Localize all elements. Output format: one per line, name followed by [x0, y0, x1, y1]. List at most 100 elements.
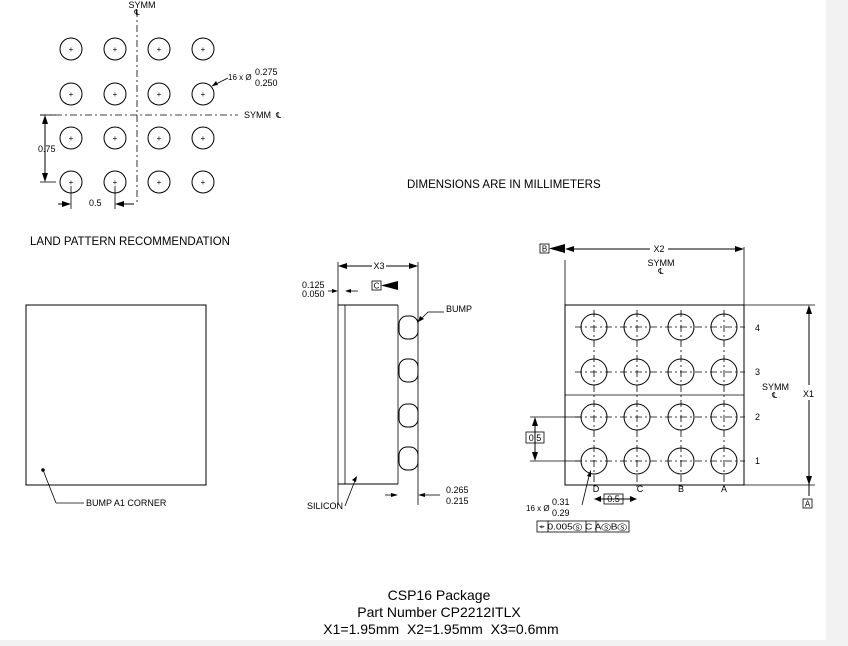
cl-symbol: ℄	[275, 111, 282, 120]
solder-ball	[623, 313, 651, 341]
solder-ball	[667, 313, 695, 341]
cl-symbol: ℄	[133, 8, 140, 17]
tolerance-frame-text: ⌖ 0.005Ⓢ C AⓈBⓈ	[539, 523, 628, 532]
svg-text:+: +	[201, 178, 206, 187]
svg-text:+: +	[69, 178, 74, 187]
cl-symbol: ℄	[657, 267, 664, 276]
svg-text:+: +	[69, 45, 74, 54]
land-pad: +	[147, 82, 171, 106]
silicon-label: SILICON	[307, 501, 343, 511]
pitch-vertical-box	[525, 431, 545, 444]
col-label: C	[637, 484, 644, 494]
svg-text:+: +	[113, 90, 118, 99]
bump	[398, 446, 419, 471]
land-pad: +	[191, 126, 215, 150]
pitch-horizontal-label: 0.5	[607, 494, 620, 504]
land-pad: +	[59, 82, 83, 106]
land-pad: +	[147, 37, 171, 61]
solder-ball	[623, 447, 651, 475]
row-label: 2	[755, 412, 760, 422]
solder-ball	[710, 358, 738, 386]
ball-callout-prefix: 16 x Ø	[526, 504, 550, 513]
pitch-vertical-label: 0.75	[38, 144, 56, 154]
land-pattern-view: SYMM ℄ SYMM ℄ + + + + + + + + + + + + + …	[30, 0, 282, 248]
pitch-vertical-dimension: 0.75	[38, 114, 56, 183]
bump	[398, 403, 419, 428]
pitch-vertical-label: 0.5	[529, 433, 542, 443]
side-view: X3 0.125 0.050 C BUMP SILICON 0.265 0.21…	[302, 261, 472, 511]
pad-dia-max: 0.275	[255, 67, 278, 77]
land-pad: +	[147, 170, 171, 194]
solder-ball	[580, 358, 608, 386]
solder-ball	[667, 447, 695, 475]
svg-text:+: +	[157, 45, 162, 54]
pad-dia-min: 0.250	[255, 78, 278, 88]
col-label: B	[678, 484, 684, 494]
row-label: 4	[755, 323, 760, 333]
ball-dia-min: 0.29	[552, 508, 570, 518]
land-pad: +	[191, 82, 215, 106]
dim-bottom-min: 0.215	[446, 496, 469, 506]
land-pattern-title: LAND PATTERN RECOMMENDATION	[30, 236, 230, 248]
svg-text:+: +	[69, 134, 74, 143]
svg-text:A: A	[805, 500, 811, 509]
symm-top-label: SYMM	[129, 0, 156, 10]
x2-label: X2	[653, 244, 664, 254]
svg-text:+: +	[157, 178, 162, 187]
bump	[398, 315, 419, 340]
bump-a1-callout: BUMP A1 CORNER	[86, 498, 167, 508]
solder-ball	[580, 447, 608, 475]
bump	[398, 358, 419, 383]
bump-label: BUMP	[446, 304, 472, 314]
x1-label: X1	[803, 389, 814, 399]
land-pad: +	[191, 170, 215, 194]
land-pad: +	[191, 37, 215, 61]
datum-a-box	[802, 498, 813, 509]
tolerance-frame	[536, 520, 630, 533]
svg-text:+: +	[157, 134, 162, 143]
package-info: CSP16 Package Part Number CP2212ITLX X1=…	[323, 587, 558, 637]
svg-text:+: +	[201, 90, 206, 99]
solder-ball	[667, 358, 695, 386]
ball-dia-max: 0.31	[552, 497, 570, 507]
land-pad: +	[59, 37, 83, 61]
svg-text:16 x Ø: 16 x Ø	[228, 73, 252, 82]
svg-text:+: +	[113, 45, 118, 54]
solder-ball	[710, 313, 738, 341]
top-view: B X2 SYMM ℄	[525, 243, 815, 533]
package-dimensions: X1=1.95mm X2=1.95mm X3=0.6mm	[323, 621, 558, 637]
symm-right-label: SYMM	[762, 382, 789, 392]
land-pad: +	[103, 126, 127, 150]
dim-bottom-max: 0.265	[446, 485, 469, 495]
pitch-horizontal-box	[603, 493, 624, 505]
die-outline	[25, 304, 207, 486]
ball-grid	[580, 313, 738, 475]
x3-label: X3	[373, 261, 384, 271]
pad-diameter-callout: 16 x Ø 0.275 0.250	[211, 67, 278, 88]
bottom-view: BUMP A1 CORNER	[25, 304, 207, 508]
symm-top-label: SYMM	[648, 258, 675, 268]
svg-text:+: +	[69, 90, 74, 99]
land-pad-grid: + + + + + + + + + + + + + + + +	[59, 37, 215, 194]
col-label: D	[593, 484, 600, 494]
land-pad: +	[103, 37, 127, 61]
row-label: 1	[755, 456, 760, 466]
cl-symbol: ℄	[771, 391, 778, 400]
col-label: A	[721, 484, 727, 494]
solder-ball	[667, 403, 695, 431]
symm-right-label: SYMM	[244, 110, 271, 120]
dim-top-max: 0.125	[302, 280, 325, 290]
drawing-sheet: SYMM ℄ SYMM ℄ + + + + + + + + + + + + + …	[0, 0, 826, 640]
solder-ball	[623, 358, 651, 386]
solder-ball	[580, 403, 608, 431]
svg-text:+: +	[201, 45, 206, 54]
part-number: Part Number CP2212ITLX	[357, 604, 521, 620]
land-pad: +	[59, 126, 83, 150]
svg-text:+: +	[113, 178, 118, 187]
svg-text:C: C	[374, 282, 380, 291]
dim-top-min: 0.050	[302, 289, 325, 299]
land-pad: +	[147, 126, 171, 150]
package-drawing: SYMM ℄ SYMM ℄ + + + + + + + + + + + + + …	[25, 0, 815, 637]
svg-text:+: +	[113, 134, 118, 143]
pitch-horizontal-label: 0.5	[89, 198, 102, 208]
